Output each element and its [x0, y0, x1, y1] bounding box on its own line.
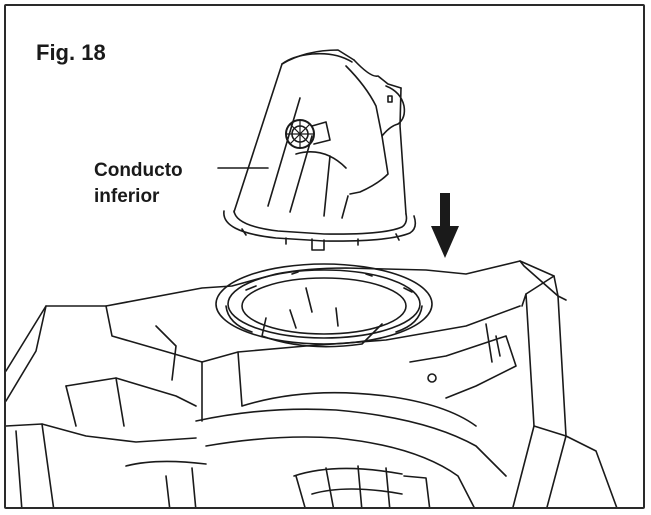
callout-label: Conducto inferior [94, 158, 183, 210]
callout-line-2: inferior [94, 186, 160, 207]
figure-title: Fig. 18 [36, 40, 106, 65]
callout-line-1: Conducto [94, 160, 183, 181]
lower-chute [223, 49, 417, 251]
assembly-drawing [6, 49, 618, 507]
housing [6, 260, 618, 507]
down-arrow-icon [431, 193, 459, 258]
figure-frame: Fig. 18 Conducto inferior [4, 4, 645, 509]
